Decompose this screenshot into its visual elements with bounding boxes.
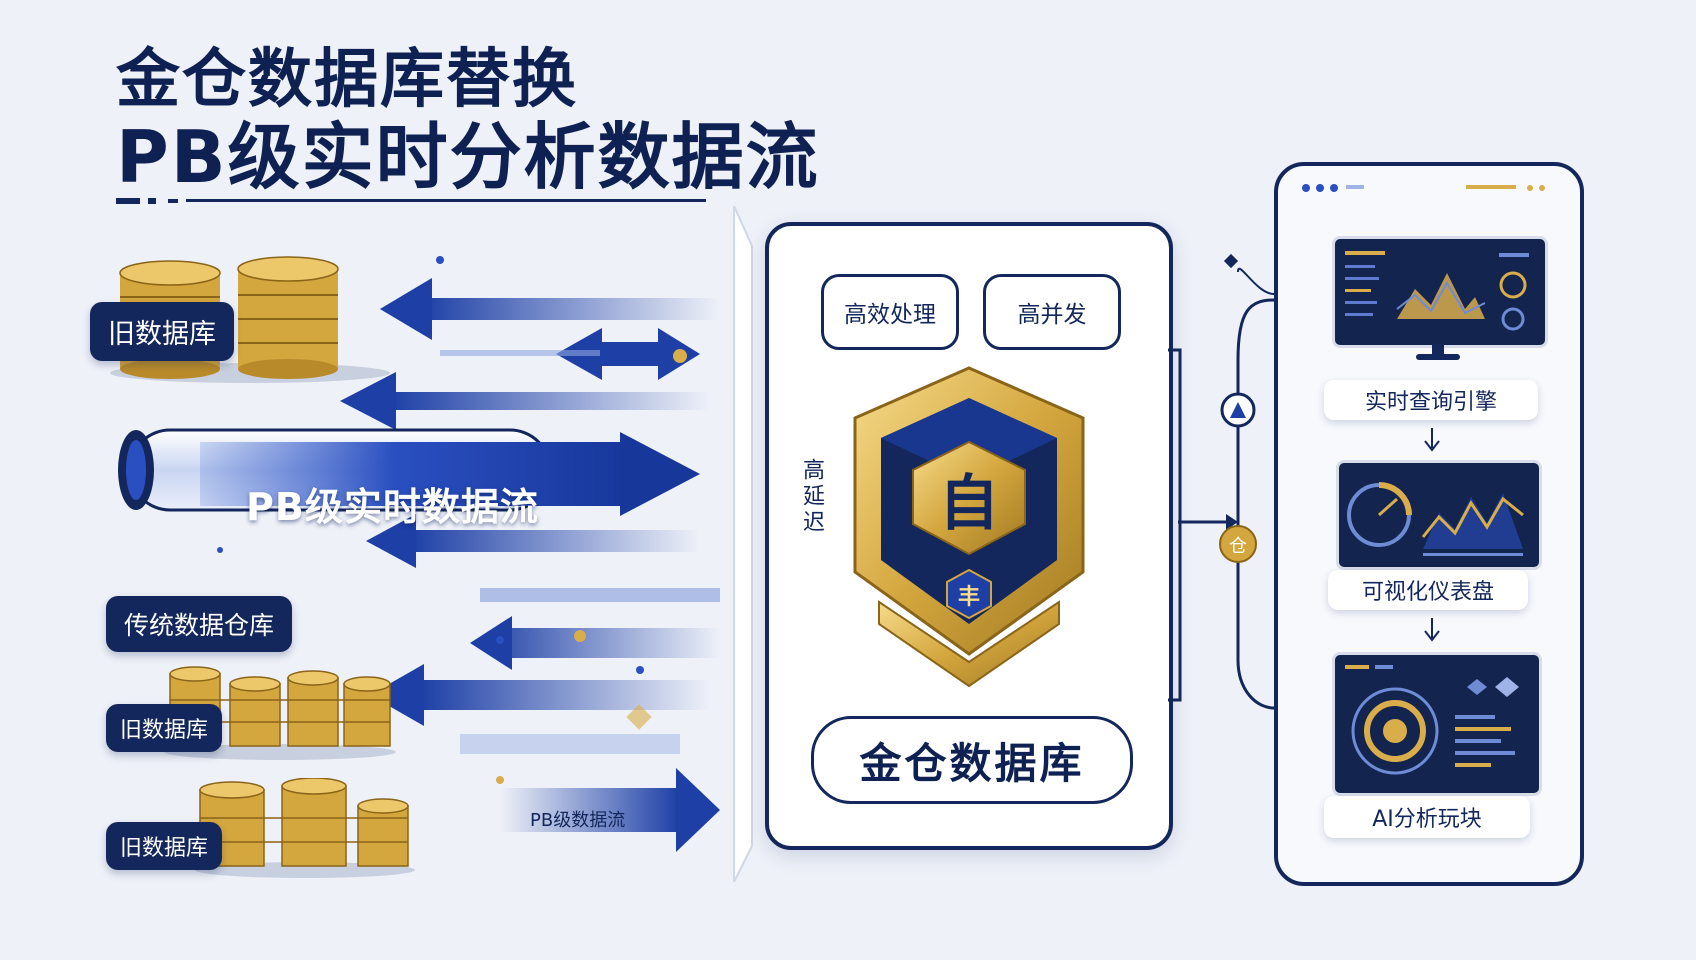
pill-efficient-processing: 高效处理 [821,274,959,350]
arrow-left-2 [340,372,710,430]
output-panel: 实时查询引擎 可视化仪表盘 [1274,162,1584,886]
connector-char: 仓 [1229,536,1247,557]
pill-high-concurrency: 高并发 [983,274,1121,350]
kingbase-card: 高效处理 高并发 高延迟 自 丰 金仓数据库 [765,222,1173,850]
emblem-char: 自 [939,469,999,539]
caption-dashboard: 可视化仪表盘 [1328,570,1528,610]
kingbase-emblem-icon: 自 丰 [853,366,1085,688]
coins-bottom [195,778,415,878]
monitor-stand [1416,344,1460,360]
stream-label-small: PB级数据流 [530,810,626,831]
arrow-down-2 [1424,618,1440,642]
chart-gauge-icon [1347,482,1524,556]
chart-mountain-icon [1345,251,1529,331]
stream-label-main: PB级实时数据流 [246,485,539,529]
caption-ai-analysis: AI分析玩块 [1324,796,1530,838]
label-old-db-mid: 旧数据库 [106,704,223,752]
label-warehouse: 传统数据仓库 [106,596,293,652]
label-old-db-top: 旧数据库 [90,302,234,361]
screen-dashboard [1336,460,1542,570]
chart-radar-icon [1345,665,1519,775]
screen-ai-analysis [1332,652,1542,796]
caption-query-engine: 实时查询引擎 [1324,380,1538,420]
panel-header-dots [1302,184,1545,192]
arrow-main-stream [200,432,700,516]
label-old-db-bottom: 旧数据库 [106,822,223,870]
arrow-left-4 [470,616,720,670]
arrow-right-small [500,768,720,852]
arrow-left-5 [370,664,710,726]
brand-kingbase: 金仓数据库 [811,716,1133,804]
arrow-left-3 [366,514,700,568]
arrow-down-1 [1424,428,1440,452]
side-text-high-latency: 高延迟 [799,458,824,536]
title-line-1: 金仓数据库替换 [116,43,578,117]
screen-query-engine [1332,236,1548,348]
title-line-2: PB级实时分析数据流 [116,115,820,199]
wall-divider [733,206,753,882]
title-underline [116,198,706,204]
arrow-left-1 [380,278,720,340]
data-flow-arrows [118,256,720,852]
emblem-sub-char: 丰 [958,585,980,610]
connector-lines: 仓 [1168,253,1275,710]
